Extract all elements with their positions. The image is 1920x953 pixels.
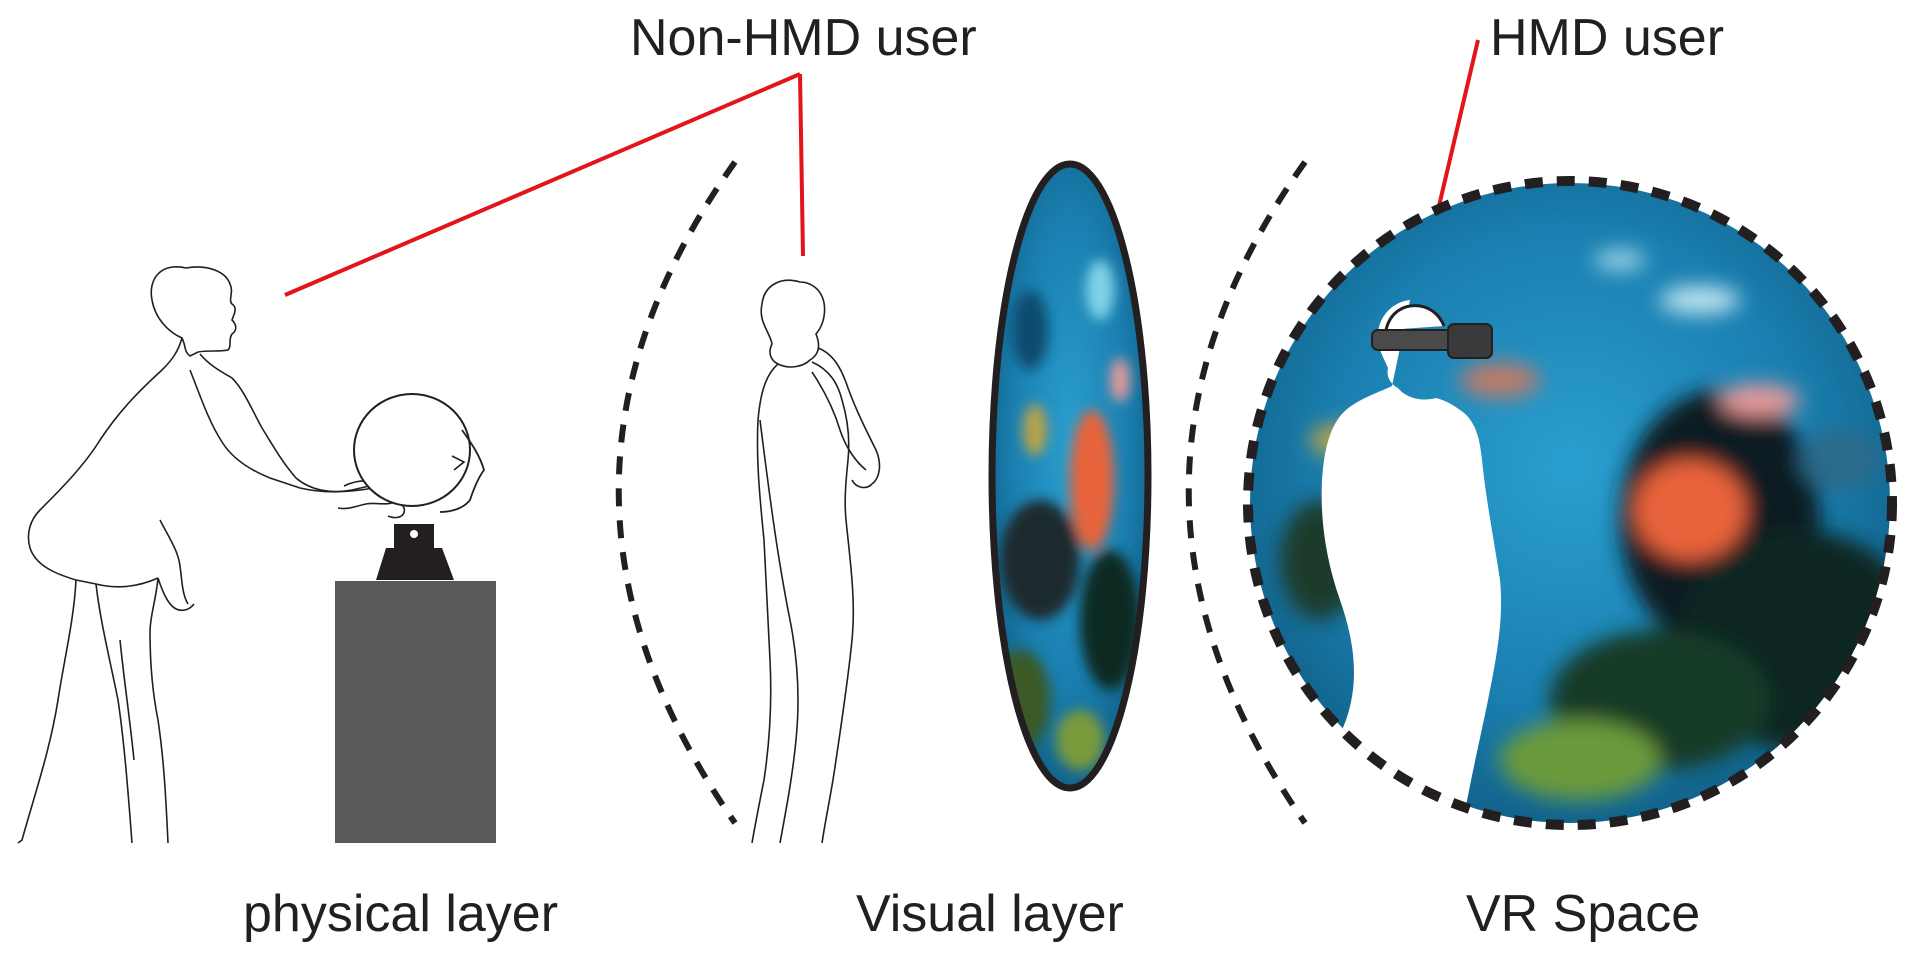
non-hmd-user-label: Non-HMD user xyxy=(630,9,977,67)
vr-boundary-arc xyxy=(1185,160,1308,825)
robot-head-shell xyxy=(353,393,471,507)
visual-layer-portal xyxy=(988,160,1152,792)
pointer-line-to-mid-user xyxy=(798,73,805,257)
robot-head xyxy=(353,393,485,580)
hmd-user-label: HMD user xyxy=(1490,9,1725,67)
physical-layer-label: physical layer xyxy=(243,885,559,943)
hmd-headset-icon xyxy=(1371,304,1493,359)
vr-space-circle-border xyxy=(1243,176,1897,830)
non-hmd-user-figure-middle xyxy=(751,279,881,844)
robot-face xyxy=(439,429,485,513)
physical-boundary-arc xyxy=(615,160,738,825)
robot-eye xyxy=(451,455,466,471)
robot-neck-bolt xyxy=(410,530,418,538)
robot-base xyxy=(376,548,454,580)
hmd-user-silhouette xyxy=(1319,300,1502,823)
visual-layer-label: Visual layer xyxy=(856,885,1124,943)
pointer-line-to-left-user xyxy=(284,72,801,297)
vr-space-portal xyxy=(1243,176,1897,830)
visual-layer-ellipse-border xyxy=(988,160,1152,792)
vr-space-label: VR Space xyxy=(1466,885,1701,943)
pedestal xyxy=(335,581,496,843)
non-hmd-user-figure-left xyxy=(17,266,406,844)
